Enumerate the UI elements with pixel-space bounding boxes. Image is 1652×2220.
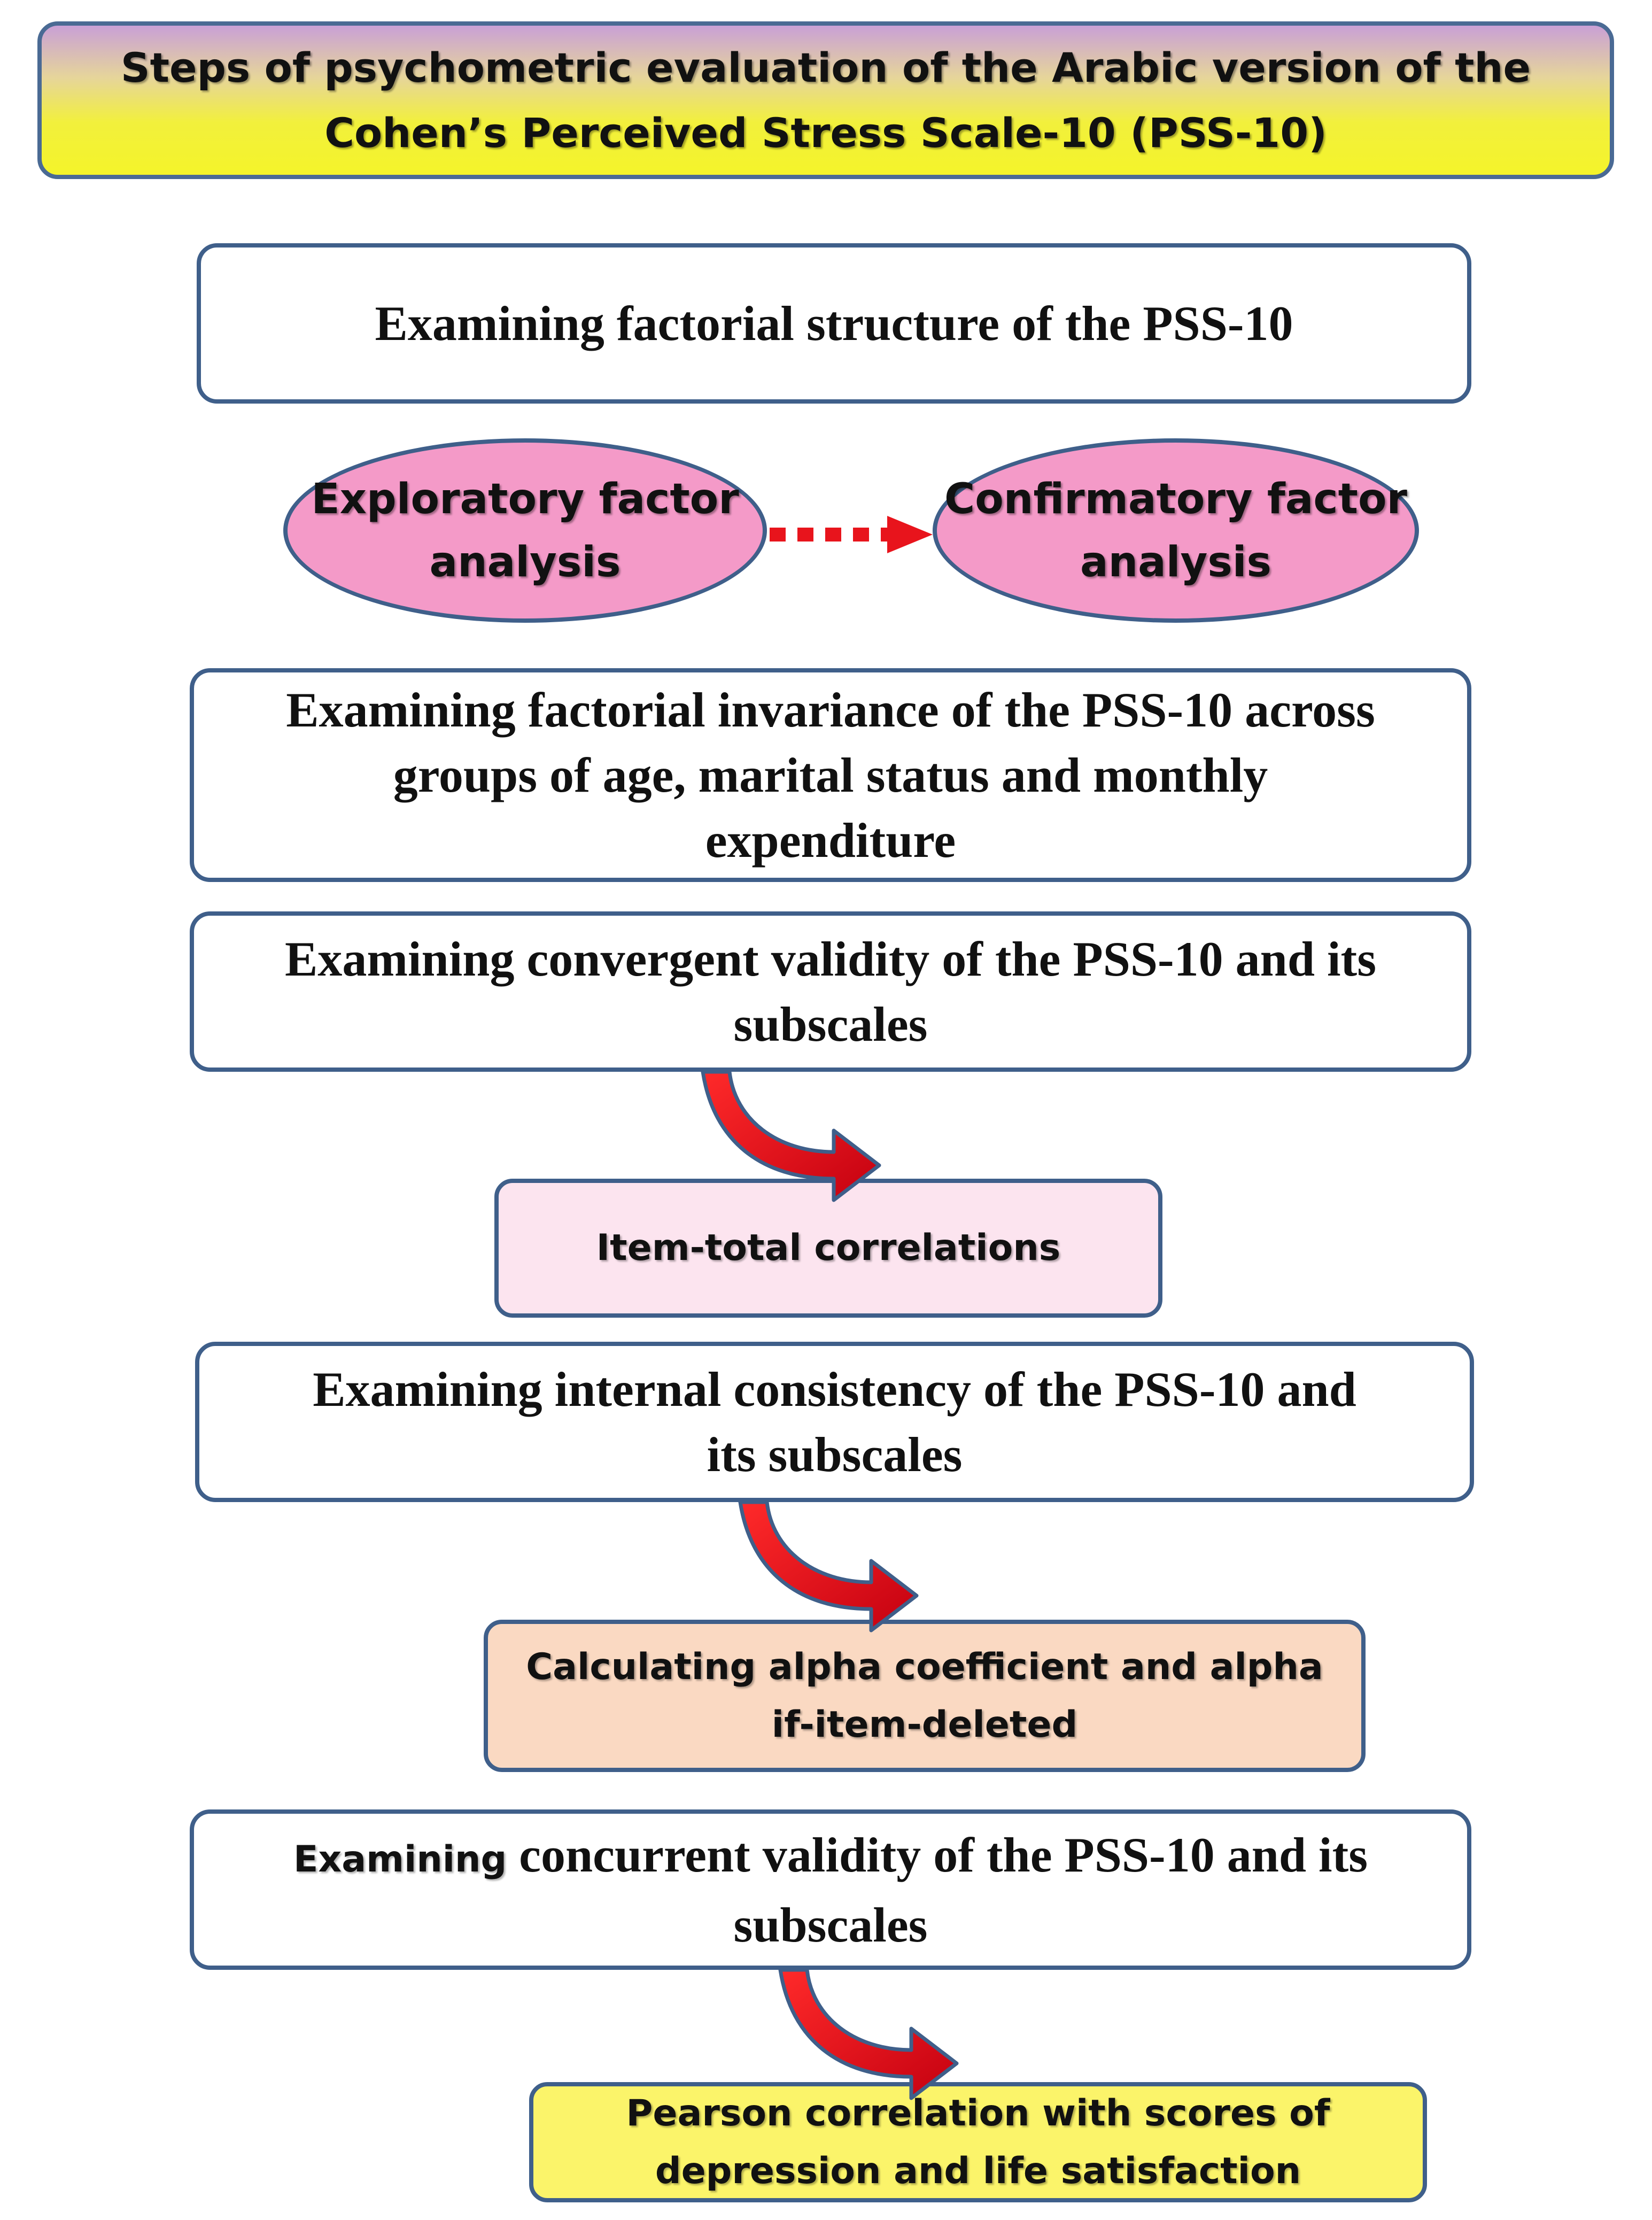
internal-line-2: its subscales (707, 1427, 963, 1482)
concurrent-line-2: subscales (733, 1897, 928, 1952)
curved-arrow-2 (738, 1500, 919, 1633)
convergent-line-1: Examining convergent validity of the PSS… (284, 932, 1376, 986)
diagram-title: Steps of psychometric evaluation of the … (37, 21, 1614, 179)
invariance-line-3: expenditure (705, 813, 956, 868)
dotted-arrow-head (887, 516, 933, 553)
curved-arrow-3 (778, 1968, 959, 2100)
alpha-line-2: if-item-deleted (771, 1703, 1078, 1746)
invariance-line-1: Examining factorial invariance of the PS… (286, 683, 1375, 737)
efa-ellipse: Exploratory factor analysis (283, 438, 767, 623)
step-factorial-structure-text: Examining factorial structure of the PSS… (375, 296, 1293, 351)
convergent-line-2: subscales (733, 997, 928, 1051)
step-convergent-validity: Examining convergent validity of the PSS… (190, 911, 1471, 1072)
invariance-line-2: groups of age, marital status and monthl… (393, 748, 1268, 802)
pearson-line-2: depression and life satisfaction (655, 2149, 1301, 2192)
dotted-arrow (770, 516, 933, 553)
item-total-text: Item-total correlations (596, 1227, 1061, 1269)
alpha-coefficient-box: Calculating alpha coefficient and alpha … (484, 1620, 1366, 1772)
step-concurrent-validity: Examining concurrent validity of the PSS… (190, 1809, 1471, 1970)
title-line-2: Cohen’s Perceived Stress Scale-10 (PSS-1… (324, 109, 1327, 157)
concurrent-line-1-row: Examining concurrent validity of the PSS… (293, 1822, 1368, 1892)
internal-line-1: Examining internal consistency of the PS… (313, 1362, 1356, 1417)
curved-arrow-1 (701, 1070, 881, 1202)
concurrent-line-1: concurrent validity of the PSS-10 and it… (519, 1827, 1368, 1882)
title-line-1: Steps of psychometric evaluation of the … (120, 43, 1531, 91)
item-total-correlations-box: Item-total correlations (494, 1179, 1162, 1318)
concurrent-lead-word: Examining (293, 1838, 507, 1881)
cfa-line-2: analysis (1080, 538, 1271, 586)
step-factorial-invariance: Examining factorial invariance of the PS… (190, 668, 1471, 882)
step-internal-consistency: Examining internal consistency of the PS… (195, 1342, 1474, 1502)
cfa-line-1: Confirmatory factor (944, 475, 1408, 523)
efa-line-2: analysis (429, 538, 621, 586)
step-factorial-structure: Examining factorial structure of the PSS… (197, 243, 1471, 404)
pearson-line-1: Pearson correlation with scores of (626, 2092, 1330, 2134)
pearson-correlation-box: Pearson correlation with scores of depre… (529, 2082, 1427, 2202)
cfa-ellipse: Confirmatory factor analysis (933, 438, 1419, 623)
alpha-line-1: Calculating alpha coefficient and alpha (526, 1645, 1323, 1688)
efa-line-1: Exploratory factor (311, 475, 739, 523)
